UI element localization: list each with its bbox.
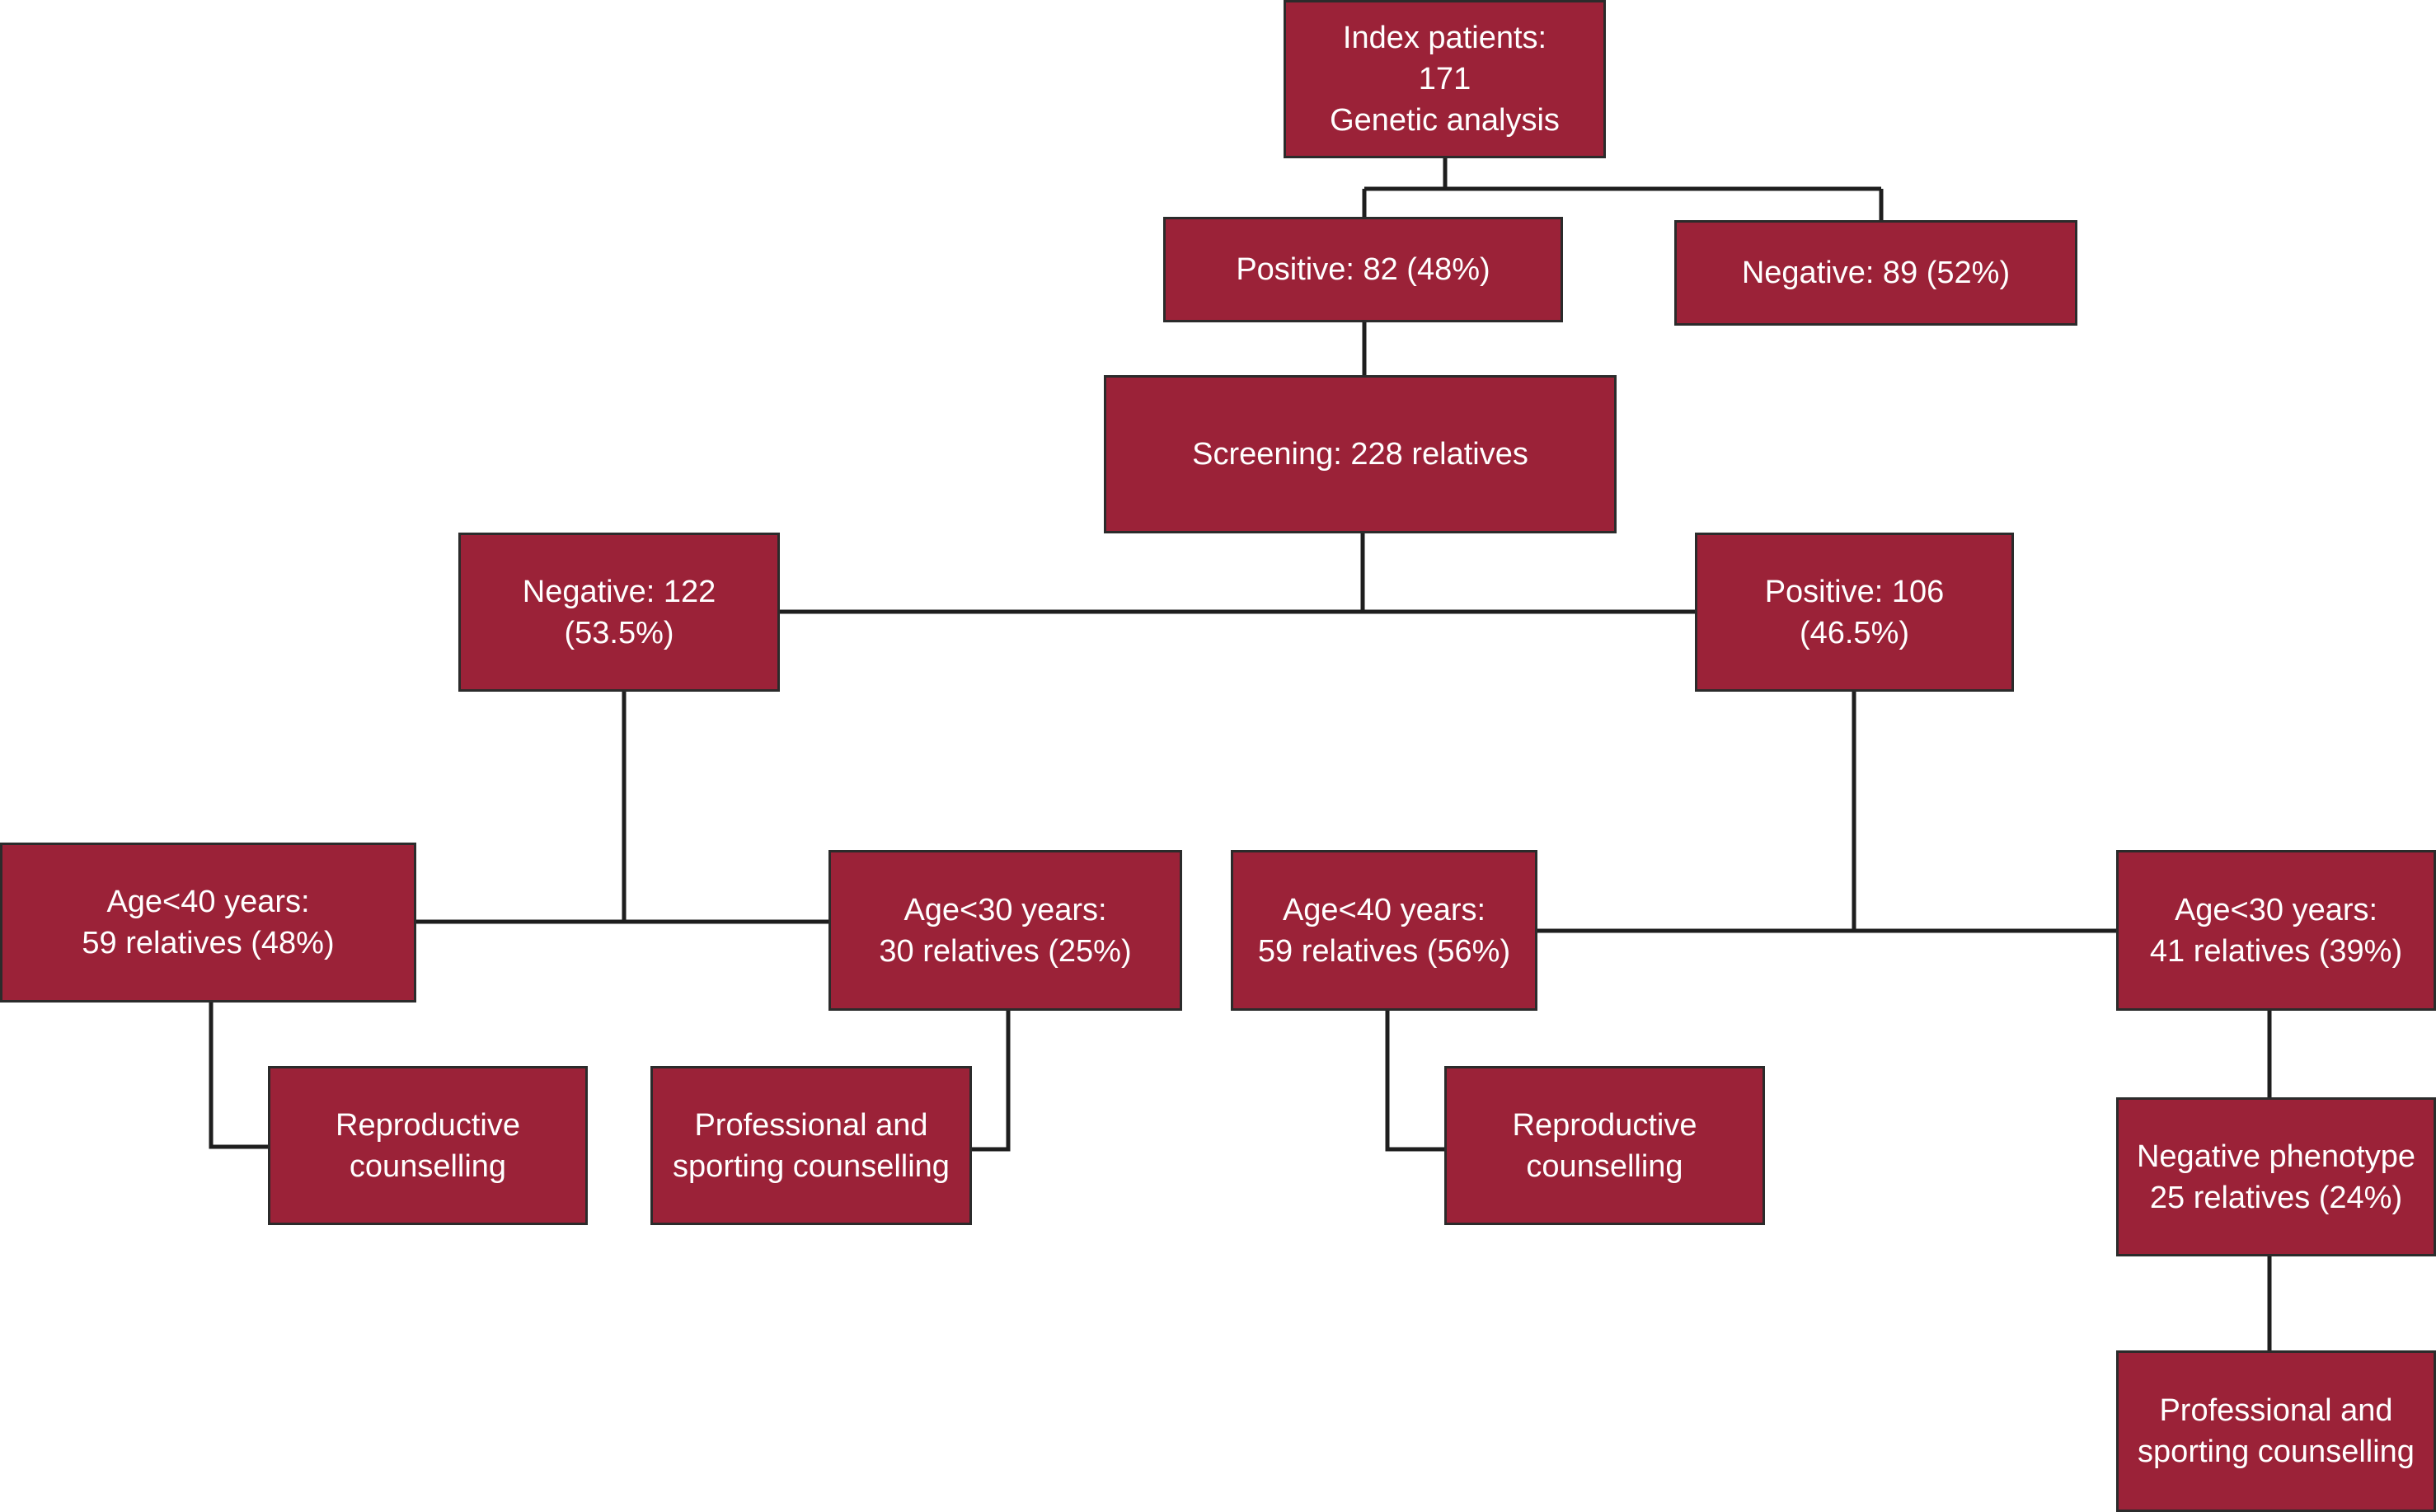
connector-index-split xyxy=(1362,157,1884,220)
pos-reproductive-counselling-label: Reproductive counselling xyxy=(1512,1107,1697,1184)
connector-positive-relatives-split xyxy=(1536,691,2118,933)
connector-pos-age40-to-reproductive xyxy=(1385,1010,1446,1152)
neg-professional-counselling-label: Professional and sporting counselling xyxy=(673,1107,950,1184)
neg-reproductive-counselling-label: Reproductive counselling xyxy=(336,1107,520,1184)
neg-age-under-30-box: Age<30 years: 30 relatives (25%) xyxy=(828,850,1182,1011)
connector-neg-age40-to-reproductive xyxy=(209,1002,270,1149)
pos-age-under-40-label: Age<40 years: 59 relatives (56%) xyxy=(1257,892,1511,969)
neg-reproductive-counselling-box: Reproductive counselling xyxy=(268,1066,588,1225)
pos-reproductive-counselling-box: Reproductive counselling xyxy=(1444,1066,1765,1225)
index-negative-label: Negative: 89 (52%) xyxy=(1741,256,2011,290)
neg-age-under-40-label: Age<40 years: 59 relatives (48%) xyxy=(82,885,335,960)
index-patients-label: Index patients: 171 Genetic analysis xyxy=(1330,21,1560,138)
pos-age-under-30-box: Age<30 years: 41 relatives (39%) xyxy=(2116,850,2436,1011)
pos-age-under-40-box: Age<40 years: 59 relatives (56%) xyxy=(1231,850,1537,1011)
relatives-positive-label: Positive: 106 (46.5%) xyxy=(1764,574,1945,650)
pos-professional-counselling-label: Professional and sporting counselling xyxy=(2138,1393,2415,1469)
neg-professional-counselling-box: Professional and sporting counselling xyxy=(650,1066,972,1225)
pos-professional-counselling-box: Professional and sporting counselling xyxy=(2116,1350,2436,1512)
pos-age-under-30-label: Age<30 years: 41 relatives (39%) xyxy=(2149,892,2403,969)
relatives-negative-label: Negative: 122 (53.5%) xyxy=(522,574,716,650)
negative-phenotype-label: Negative phenotype 25 relatives (24%) xyxy=(2136,1139,2416,1215)
relatives-positive-box: Positive: 106 (46.5%) xyxy=(1695,533,2014,692)
index-patients-box: Index patients: 171 Genetic analysis xyxy=(1284,0,1606,158)
connector-neg-age30-to-professional xyxy=(970,1010,1011,1152)
relatives-negative-box: Negative: 122 (53.5%) xyxy=(458,533,780,692)
connector-negative-relatives-split xyxy=(415,691,830,924)
index-positive-box: Positive: 82 (48%) xyxy=(1163,217,1563,322)
connector-screening-split xyxy=(778,533,1697,614)
index-positive-label: Positive: 82 (48%) xyxy=(1236,252,1490,287)
screening-label: Screening: 228 relatives xyxy=(1192,437,1528,472)
index-negative-box: Negative: 89 (52%) xyxy=(1674,220,2077,326)
neg-age-under-30-label: Age<30 years: 30 relatives (25%) xyxy=(879,892,1132,969)
negative-phenotype-box: Negative phenotype 25 relatives (24%) xyxy=(2116,1097,2436,1256)
screening-box: Screening: 228 relatives xyxy=(1104,375,1617,533)
neg-age-under-40-box: Age<40 years: 59 relatives (48%) xyxy=(0,843,416,1003)
